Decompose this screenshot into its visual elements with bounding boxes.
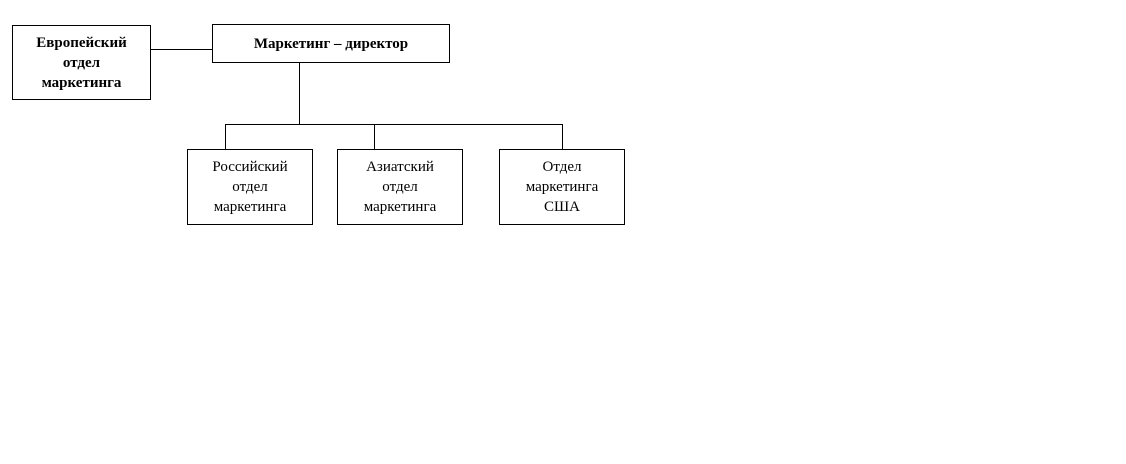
european-box-line-3: маркетинга <box>41 74 122 91</box>
connector-horizontal-bus <box>225 124 563 125</box>
asian-box-line-2: отдел <box>382 179 418 195</box>
connector-european-director <box>150 49 213 50</box>
european-box-line-2: отдел <box>62 54 101 71</box>
russian-box-line-1: Российский <box>212 159 288 175</box>
connector-director-trunk <box>299 62 300 125</box>
asian-marketing-department-box: Азиатский отдел маркетинга <box>337 149 463 225</box>
usa-box-line-2: маркетинга <box>525 179 599 195</box>
usa-marketing-department-box: Отдел маркетинга США <box>499 149 625 225</box>
director-box-label: Маркетинг – директор <box>253 35 409 52</box>
marketing-director-box: Маркетинг – директор <box>212 24 450 63</box>
usa-box-line-3: США <box>544 199 580 215</box>
usa-box-line-1: Отдел <box>542 159 582 175</box>
russian-marketing-department-box: Российский отдел маркетинга <box>187 149 313 225</box>
russian-box-line-2: отдел <box>232 179 268 195</box>
european-marketing-department-box: Европейский отдел маркетинга <box>12 25 151 100</box>
asian-box-line-1: Азиатский <box>366 159 434 175</box>
european-box-line-1: Европейский <box>36 34 127 51</box>
asian-box-line-3: маркетинга <box>363 199 437 215</box>
connector-to-usa <box>562 124 563 150</box>
connector-to-russian <box>225 124 226 150</box>
connector-to-asian <box>374 124 375 150</box>
russian-box-line-3: маркетинга <box>213 199 287 215</box>
